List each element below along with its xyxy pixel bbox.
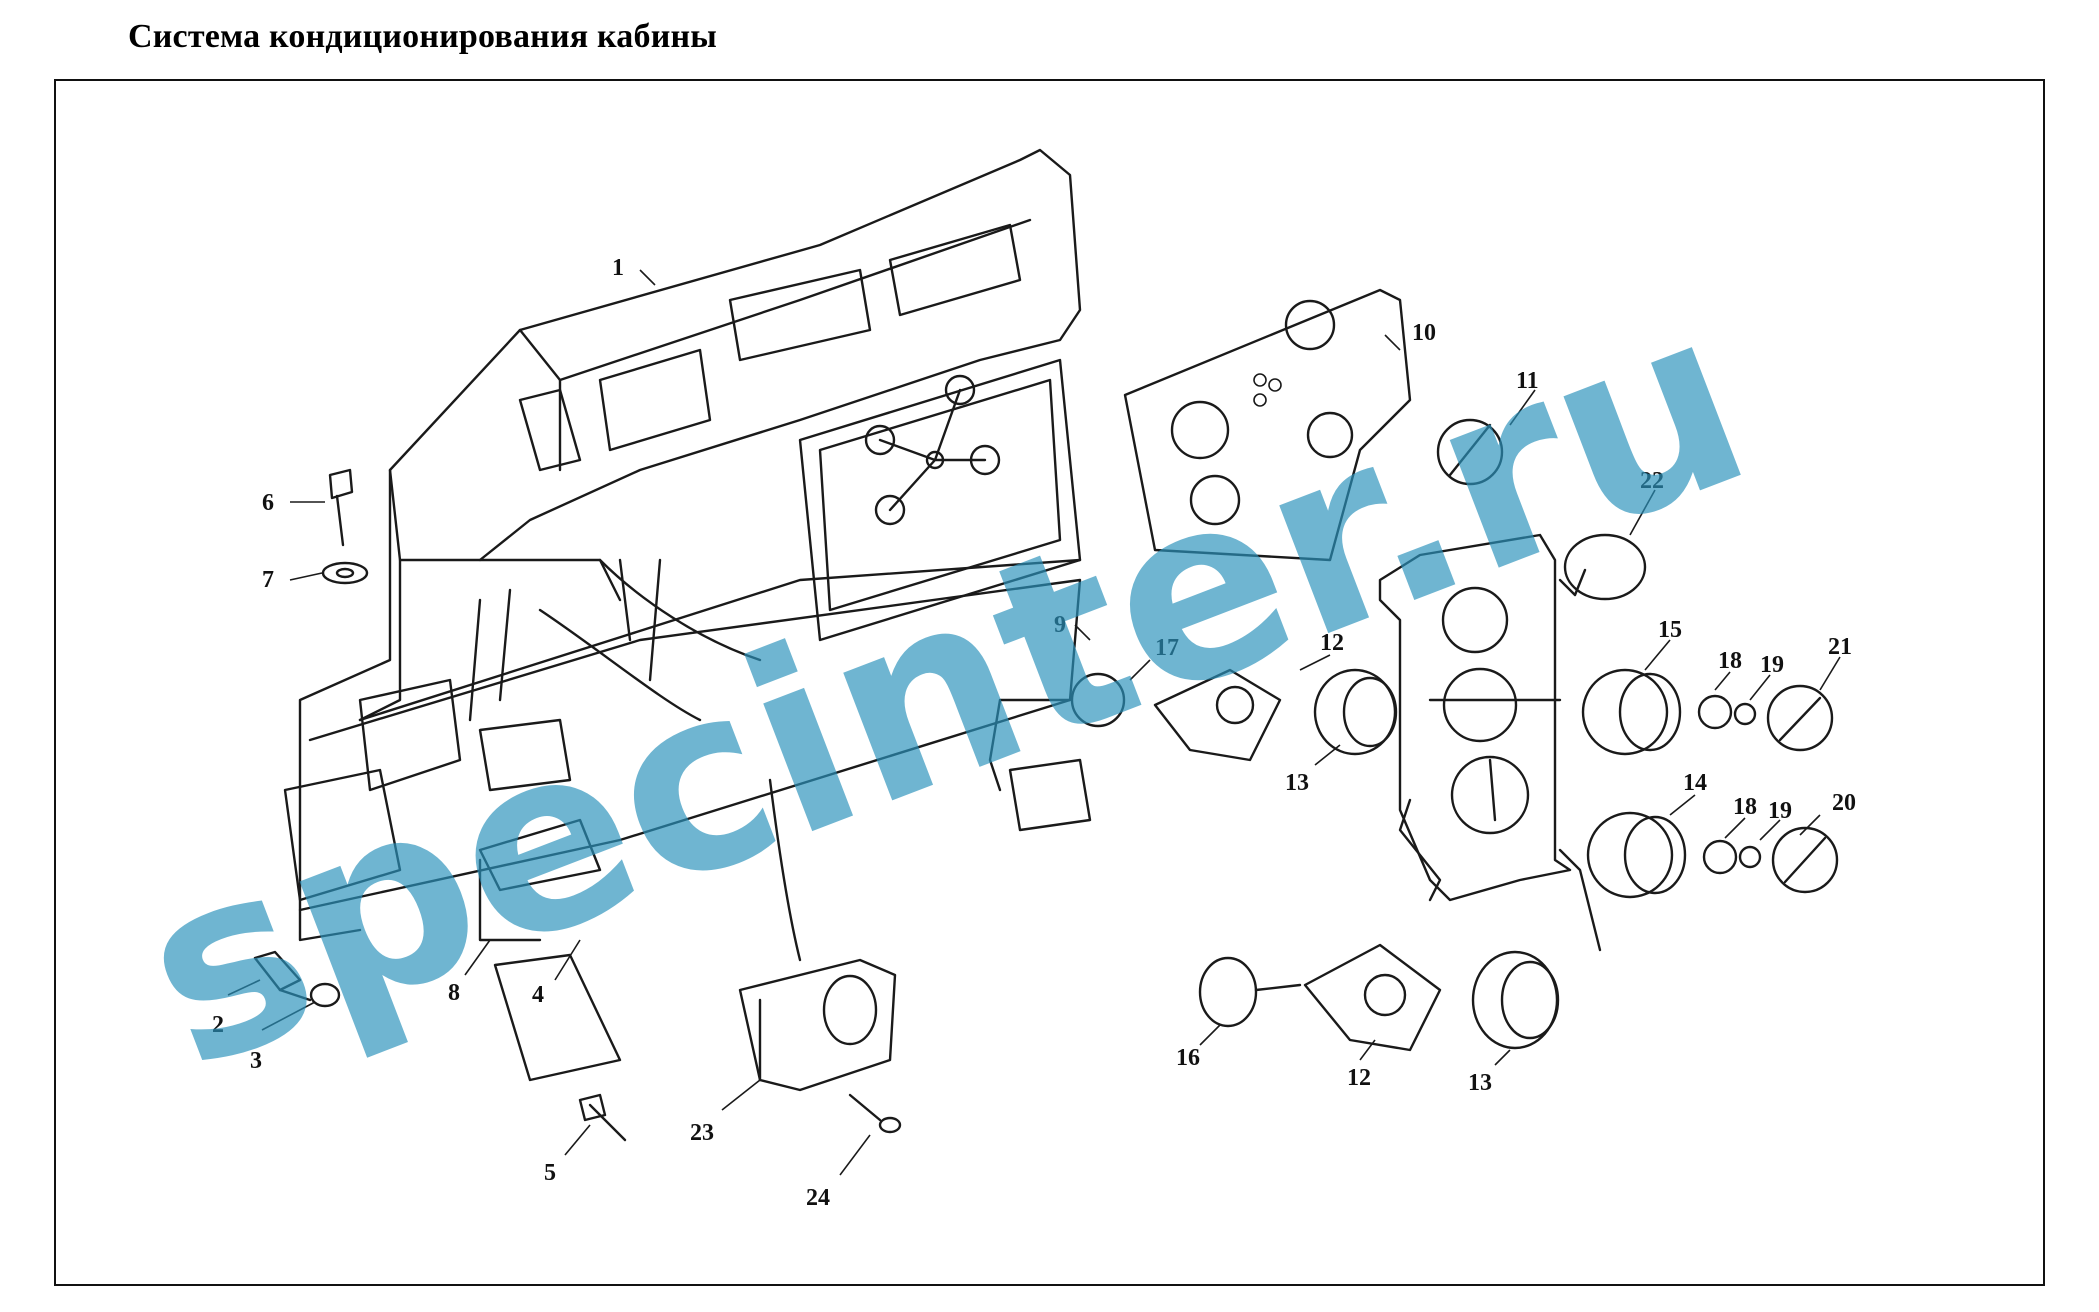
callout-21: 21 bbox=[1828, 634, 1852, 660]
callout-13-bottom: 13 bbox=[1468, 1070, 1492, 1096]
callout-14: 14 bbox=[1683, 770, 1707, 796]
knob-row-bottom bbox=[1198, 943, 1560, 1052]
callout-1: 1 bbox=[612, 255, 624, 281]
switch-plate bbox=[1378, 533, 1602, 952]
page-title: Система кондиционирования кабины bbox=[128, 18, 718, 55]
leader-lines bbox=[227, 269, 1841, 1176]
diagram-frame bbox=[54, 79, 2045, 1286]
callout-9: 9 bbox=[1054, 612, 1066, 638]
callout-10: 10 bbox=[1412, 320, 1436, 346]
callout-17: 17 bbox=[1155, 635, 1179, 661]
callout-18-lower: 18 bbox=[1733, 794, 1757, 820]
callout-12-bottom: 12 bbox=[1347, 1065, 1371, 1091]
callout-5: 5 bbox=[544, 1160, 556, 1186]
callout-2: 2 bbox=[212, 1012, 224, 1038]
callout-23: 23 bbox=[690, 1120, 714, 1146]
knob-stack-lower bbox=[1586, 811, 1839, 899]
knob-stack-upper bbox=[1581, 668, 1834, 756]
callout-labels: 1 2 3 4 5 6 7 8 9 10 11 12 12 13 13 14 1… bbox=[212, 255, 1856, 1211]
callout-20: 20 bbox=[1832, 790, 1856, 816]
callout-19-upper: 19 bbox=[1760, 652, 1784, 678]
callout-12-middle: 12 bbox=[1320, 630, 1344, 656]
callout-4: 4 bbox=[532, 982, 544, 1008]
callout-16: 16 bbox=[1176, 1045, 1200, 1071]
knobs-top-right bbox=[1436, 418, 1647, 601]
callout-6: 6 bbox=[262, 490, 274, 516]
fasteners-left bbox=[253, 468, 627, 1142]
control-panel bbox=[1123, 288, 1412, 562]
callout-15: 15 bbox=[1658, 617, 1682, 643]
callout-19-lower: 19 bbox=[1768, 798, 1792, 824]
hvac-housing bbox=[283, 148, 1082, 942]
callout-8: 8 bbox=[448, 980, 460, 1006]
callout-3: 3 bbox=[250, 1048, 262, 1074]
callout-24: 24 bbox=[806, 1185, 830, 1211]
watermark-text: specinter.ru bbox=[107, 251, 1782, 1125]
knob-row-middle bbox=[988, 668, 1398, 832]
callout-13-middle: 13 bbox=[1285, 770, 1309, 796]
callout-7: 7 bbox=[262, 567, 274, 593]
callout-18-upper: 18 bbox=[1718, 648, 1742, 674]
callout-11: 11 bbox=[1516, 368, 1539, 394]
callout-22: 22 bbox=[1640, 468, 1664, 494]
